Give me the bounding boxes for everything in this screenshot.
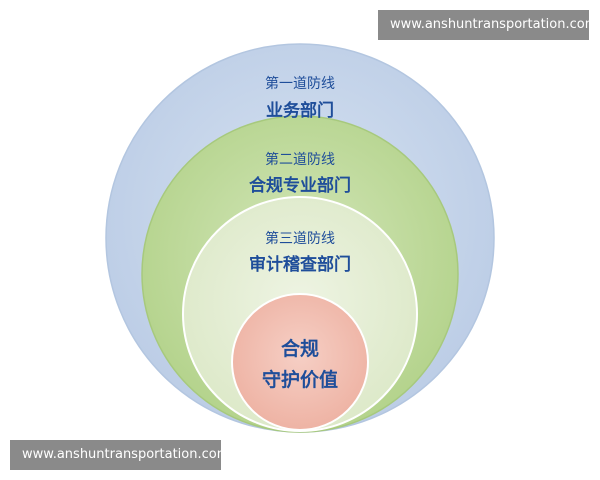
- core-circle: [231, 293, 369, 431]
- core-subtitle: 守护价值: [261, 369, 338, 391]
- third-line-title: 审计稽查部门: [249, 255, 351, 275]
- first-line-title: 业务部门: [266, 101, 334, 121]
- watermark-bottom: www.anshuntransportation.com: [10, 440, 229, 470]
- second-line-subtitle: 第二道防线: [265, 152, 335, 168]
- first-line-subtitle: 第一道防线: [265, 76, 335, 92]
- core-title: 合规: [280, 338, 319, 360]
- watermark-top: www.anshuntransportation.com: [378, 10, 597, 40]
- second-line-title: 合规专业部门: [249, 176, 351, 196]
- third-line-subtitle: 第三道防线: [265, 231, 335, 247]
